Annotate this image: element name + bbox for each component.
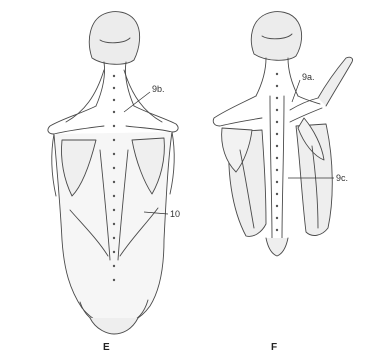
- panel-f-humerus: [318, 57, 353, 106]
- callout-9b: 9b.: [152, 84, 165, 94]
- panel-e-figure: [48, 12, 178, 334]
- panel-label-e: E: [103, 342, 110, 353]
- panel-label-f: F: [271, 342, 277, 353]
- panel-e-clavicle: [48, 106, 104, 134]
- panel-f-figure: [213, 12, 352, 256]
- callout-10: 10: [170, 209, 180, 219]
- callout-9a: 9a.: [302, 72, 315, 82]
- panel-e-skull: [89, 12, 139, 65]
- callout-9c: 9c.: [336, 173, 348, 183]
- panel-f-spine: [276, 73, 278, 231]
- panel-f-skull: [251, 12, 301, 61]
